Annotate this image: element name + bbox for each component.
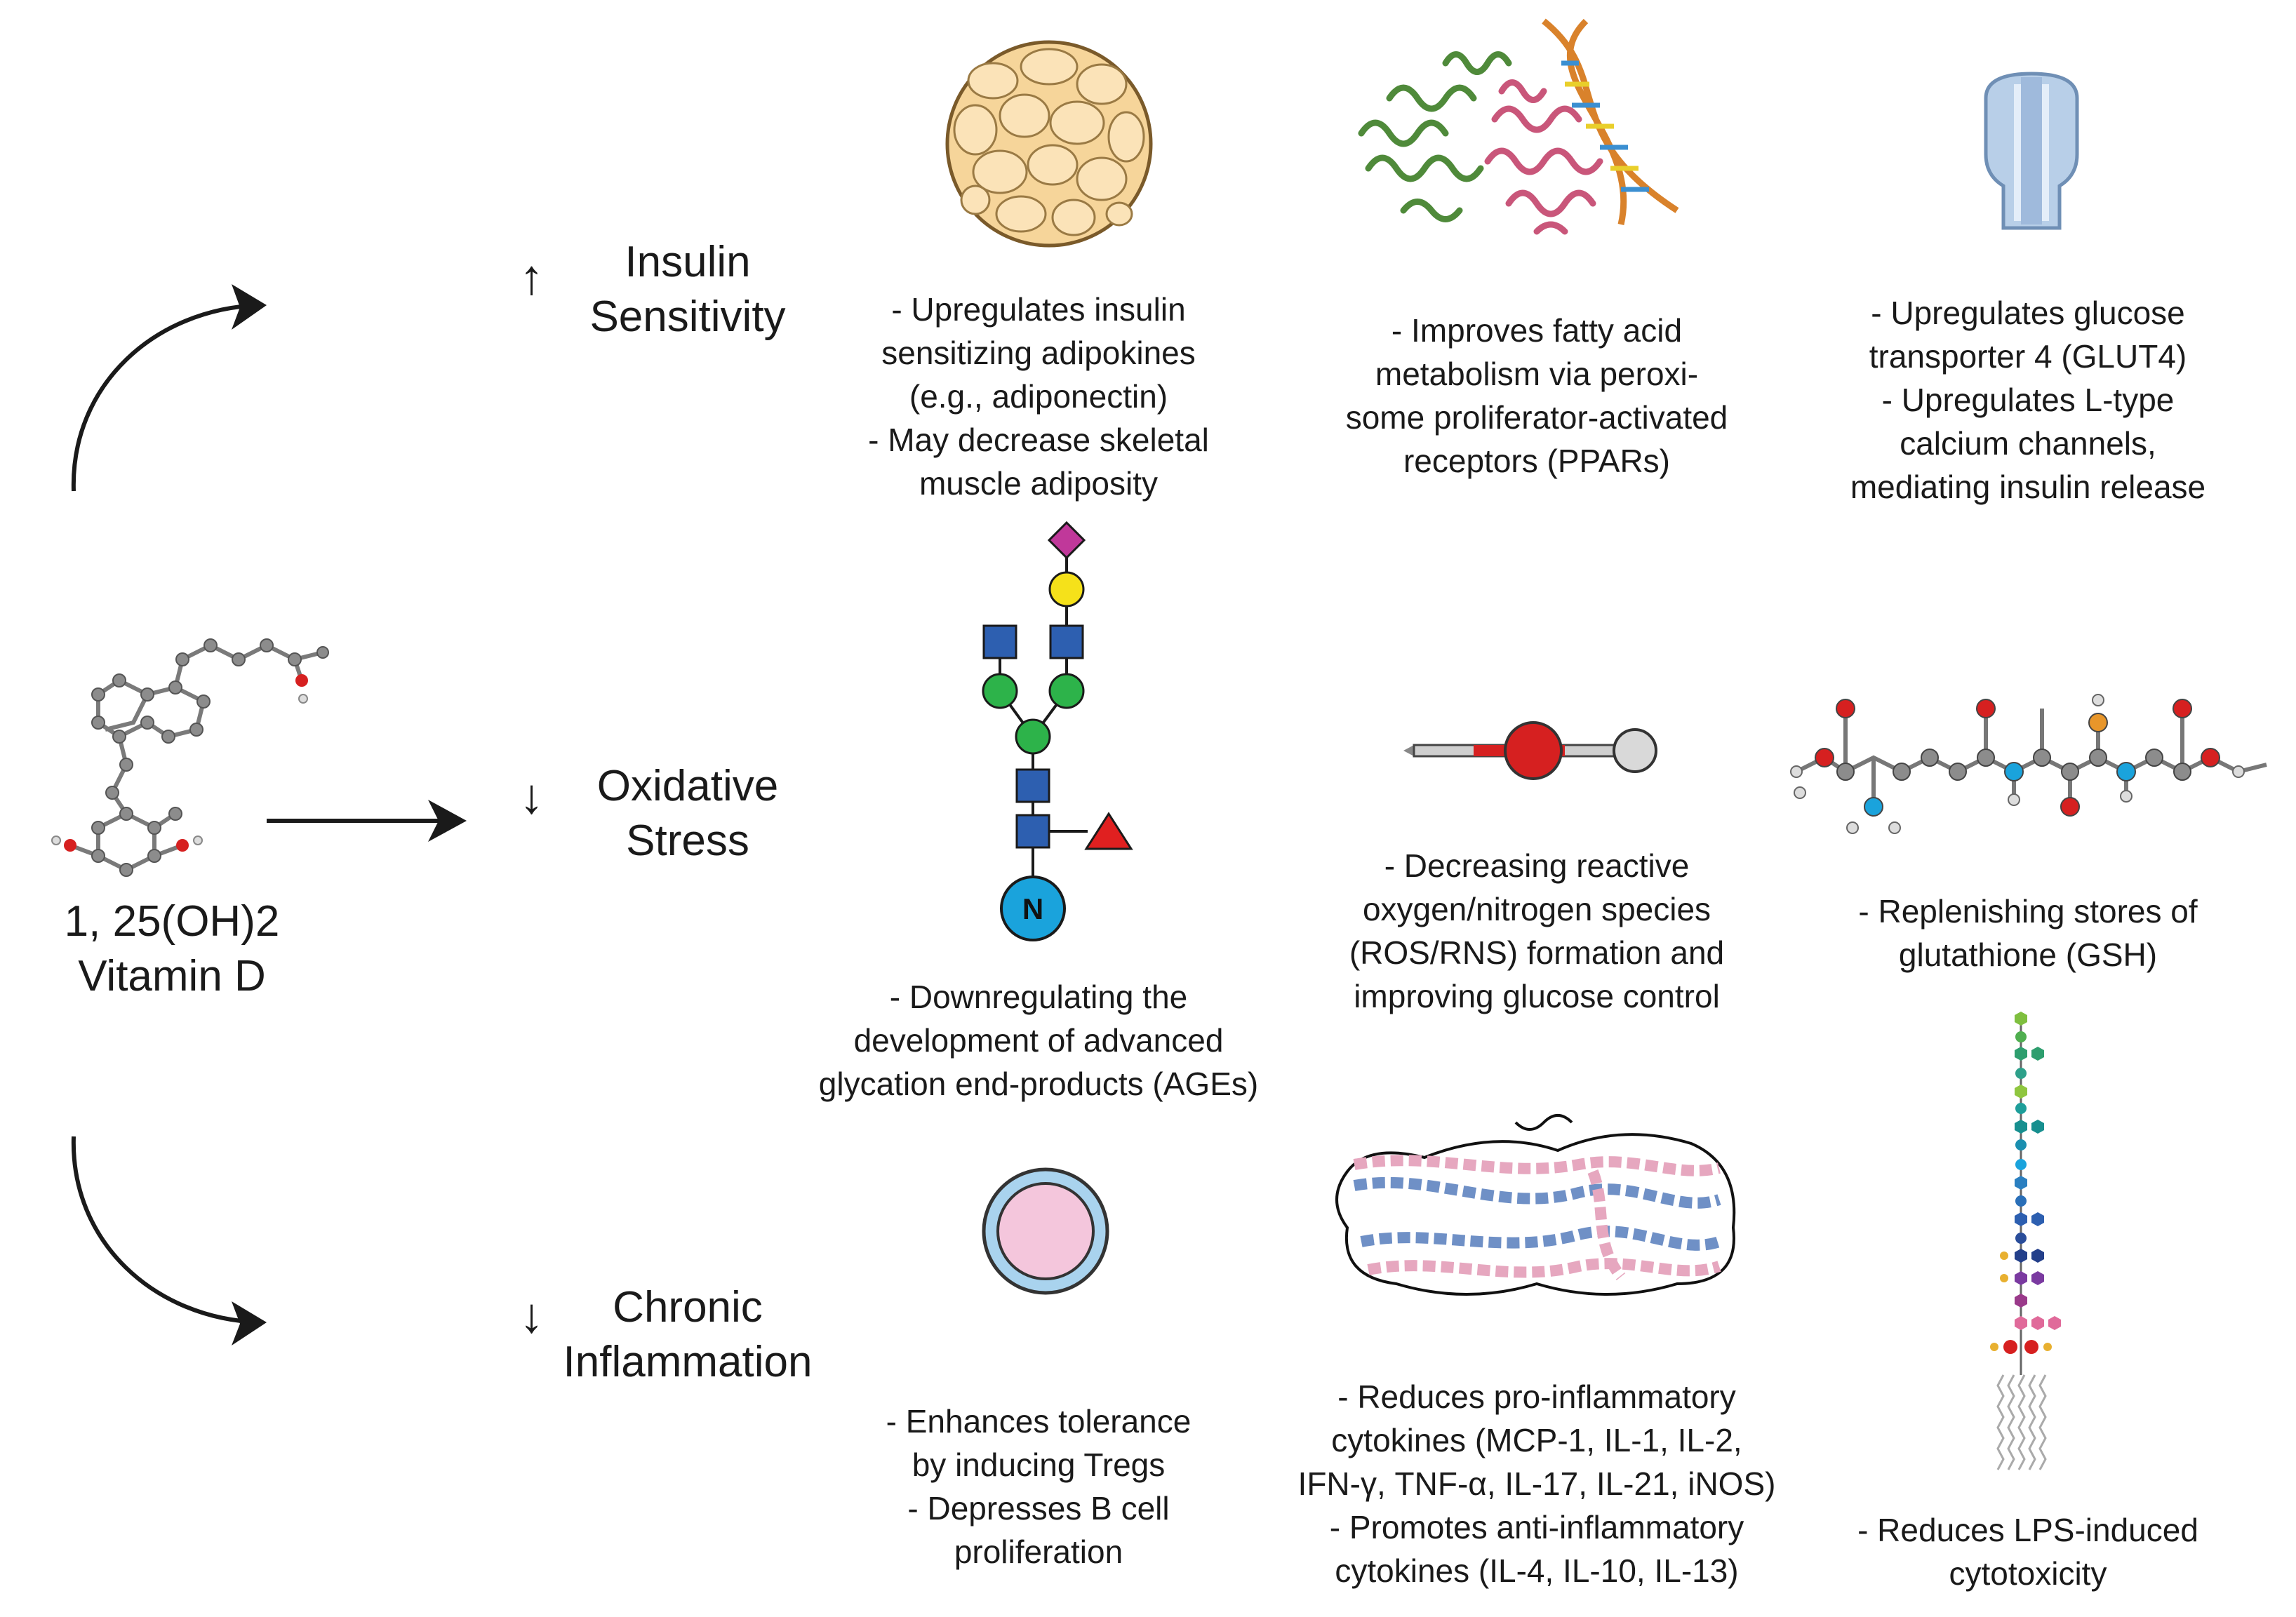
category-label: Sensitivity	[589, 293, 786, 341]
desc-line: (e.g., adiponectin)	[909, 378, 1168, 415]
ros-molecule-icon	[1403, 721, 1657, 780]
desc-line: development of advanced	[853, 1022, 1224, 1059]
inflammation-arrow: ↓	[519, 1288, 544, 1343]
glycan-structure-icon: N	[982, 521, 1133, 941]
desc-line: - Upregulates insulin	[891, 291, 1186, 328]
desc-line: - Improves fatty acid	[1391, 312, 1683, 349]
glycan-node-label: N	[1022, 892, 1043, 925]
arrow-right-icon	[267, 800, 467, 842]
desc-line: - Reduces pro-inflammatory	[1337, 1378, 1736, 1415]
desc-glutathione: - Replenishing stores of glutathione (GS…	[1796, 890, 2260, 977]
desc-line: (ROS/RNS) formation and	[1349, 934, 1725, 971]
desc-line: muscle adiposity	[919, 465, 1159, 502]
desc-line: - Upregulates L-type	[1881, 382, 2175, 418]
desc-line: - Downregulating the	[889, 979, 1188, 1015]
desc-line: - Promotes anti-inflammatory	[1329, 1509, 1744, 1545]
desc-line: metabolism via peroxi-	[1375, 356, 1699, 392]
desc-line: cytotoxicity	[1949, 1555, 2107, 1592]
desc-line: improving glucose control	[1354, 978, 1720, 1014]
adipose-tissue-icon	[945, 40, 1153, 248]
vitamin-d-line1: 1, 25(OH)2	[64, 897, 280, 946]
category-label: Stress	[626, 817, 749, 865]
category-insulin-sensitivity: Insulin Sensitivity	[512, 235, 863, 344]
desc-ages: - Downregulating the development of adva…	[765, 975, 1312, 1106]
desc-line: calcium channels,	[1900, 425, 2156, 462]
arrow-down-curve-icon	[71, 1136, 267, 1346]
insulin-arrow: ↑	[519, 250, 544, 304]
glut4-transporter-icon	[1984, 72, 2079, 230]
desc-line: transporter 4 (GLUT4)	[1869, 338, 2187, 375]
desc-line: - May decrease skeletal	[868, 422, 1209, 458]
category-label: Chronic	[613, 1283, 763, 1331]
desc-line: - Enhances tolerance	[886, 1403, 1192, 1440]
desc-line: cytokines (MCP-1, IL-1, IL-2,	[1331, 1422, 1742, 1458]
desc-line: - Replenishing stores of	[1858, 893, 2198, 930]
lps-molecule-icon	[1990, 1012, 2061, 1470]
cytokine-protein-icon	[1335, 1114, 1736, 1296]
vitamin-d-label: 1, 25(OH)2 Vitamin D	[4, 894, 340, 1004]
vitamin-d-line2: Vitamin D	[78, 952, 266, 1000]
oxidative-arrow: ↓	[519, 769, 544, 824]
desc-line: cytokines (IL-4, IL-10, IL-13)	[1335, 1552, 1739, 1589]
arrow-up-curve-icon	[71, 284, 267, 492]
desc-tregs: - Enhances tolerance by inducing Tregs -…	[800, 1400, 1277, 1574]
treg-cell-icon	[982, 1167, 1109, 1295]
category-label: Oxidative	[596, 762, 779, 810]
desc-ppar: - Improves fatty acid metabolism via per…	[1284, 309, 1789, 483]
desc-line: - Upregulates glucose	[1871, 295, 2185, 331]
desc-line: glutathione (GSH)	[1898, 937, 2158, 973]
desc-line: by inducing Tregs	[912, 1447, 1166, 1483]
glutathione-molecule-icon	[1790, 694, 2267, 834]
desc-lps: - Reduces LPS-induced cytotoxicity	[1796, 1508, 2260, 1595]
ppar-protein-dna-icon	[1358, 18, 1679, 235]
desc-cytokines: - Reduces pro-inflammatory cytokines (MC…	[1242, 1375, 1831, 1592]
desc-adipokines: - Upregulates insulin sensitizing adipok…	[800, 288, 1277, 505]
desc-line: - Depresses B cell	[907, 1490, 1170, 1527]
desc-ros-rns: - Decreasing reactive oxygen/nitrogen sp…	[1284, 844, 1789, 1018]
desc-line: some proliferator-activated	[1345, 399, 1728, 436]
desc-line: - Decreasing reactive	[1384, 847, 1690, 884]
category-label: Inflammation	[563, 1338, 813, 1386]
desc-line: proliferation	[954, 1534, 1123, 1570]
category-label: Insulin	[625, 238, 751, 286]
desc-line: sensitizing adipokines	[881, 335, 1196, 371]
desc-line: oxygen/nitrogen species	[1362, 891, 1711, 927]
desc-line: - Reduces LPS-induced	[1857, 1512, 2198, 1548]
category-chronic-inflammation: Chronic Inflammation	[512, 1280, 863, 1390]
desc-line: glycation end-products (AGEs)	[818, 1066, 1259, 1102]
desc-glut4: - Upregulates glucose transporter 4 (GLU…	[1796, 291, 2260, 509]
desc-line: receptors (PPARs)	[1403, 443, 1671, 479]
vitamin-d-molecule-icon	[51, 638, 329, 877]
desc-line: IFN-γ, TNF-α, IL-17, IL-21, iNOS)	[1297, 1465, 1776, 1502]
desc-line: mediating insulin release	[1850, 469, 2206, 505]
category-oxidative-stress: Oxidative Stress	[512, 759, 863, 868]
